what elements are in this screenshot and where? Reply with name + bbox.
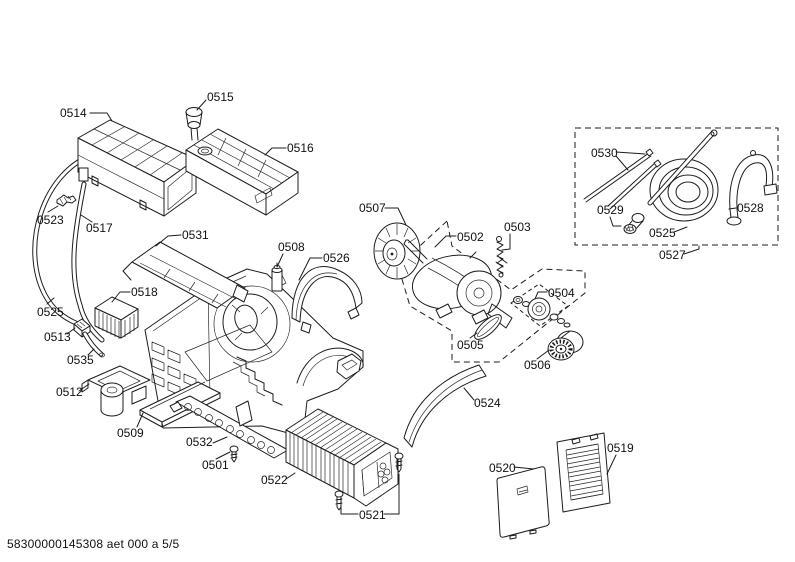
part-label-duct-half-shell: 0526 (323, 251, 350, 265)
part-0520-service-flap (496, 466, 550, 540)
dashed-outline-pulley (510, 283, 569, 327)
part-0516-water-container (185, 128, 299, 216)
part-0508-capacitor (271, 262, 283, 292)
part-label-base-cover-plate: 0509 (117, 426, 144, 440)
part-0512-pump (81, 365, 151, 417)
part-label-rods-kit: 0530 (591, 146, 618, 160)
part-0529-nozzle (623, 213, 645, 234)
part-0530-rods (583, 148, 662, 210)
part-label-capacitor: 0508 (278, 240, 305, 254)
part-0535-hose-short (82, 331, 105, 358)
part-label-hose-nozzle: 0529 (597, 203, 624, 217)
part-0519-vent-grille (556, 432, 611, 513)
part-0522-heat-exchanger (285, 408, 399, 507)
part-label-condenser-unit: 0514 (60, 106, 87, 120)
part-label-air-channel: 0531 (182, 228, 209, 242)
part-label-tension-spring: 0503 (504, 220, 531, 234)
part-label-accessory-kit: 0527 (659, 248, 686, 262)
part-0526-duct-shell (291, 266, 363, 334)
part-label-heat-exchanger: 0522 (261, 473, 288, 487)
part-0525-coiled-hose (647, 129, 719, 222)
part-label-duct-cover: 0524 (474, 396, 501, 410)
accessory-kit-box (574, 127, 779, 246)
part-label-hose-left: 0525 (37, 305, 64, 319)
part-0531-air-channel (122, 241, 249, 309)
part-label-fixing-screws: 0521 (359, 508, 386, 522)
part-label-drain-hose: 0517 (86, 221, 113, 235)
leader-lines (46, 99, 737, 515)
part-0504-pulley-kit (513, 296, 571, 328)
part-0515-cap (185, 107, 203, 141)
part-label-drain-hose-kit: 0525 (649, 226, 676, 240)
part-label-container-cap: 0515 (207, 90, 234, 104)
part-0506-fan-wheel (547, 330, 584, 361)
part-label-hose-clip: 0523 (37, 213, 64, 227)
part-0502-motor (403, 239, 513, 329)
part-label-vent-grille-panel: 0519 (607, 441, 634, 455)
part-label-hose-hook: 0528 (737, 201, 764, 215)
part-label-support-rail: 0532 (186, 435, 213, 449)
part-0503-spring (496, 236, 504, 278)
part-0521-screws (334, 452, 404, 511)
part-label-pump-housing: 0518 (131, 285, 158, 299)
footer-document-code: 58300000145308 aet 000 a 5/5 (7, 537, 180, 551)
part-0513-connector (73, 318, 91, 338)
part-0523-clip (56, 194, 77, 207)
part-0514-condenser (77, 119, 197, 217)
part-0518-pump-housing (94, 296, 139, 339)
part-0528-hook (726, 150, 778, 226)
part-label-drive-belt: 0505 (457, 338, 484, 352)
part-0525-hose-left (32, 150, 100, 327)
part-0524-duct-cover (403, 364, 487, 448)
part-label-service-flap: 0520 (489, 461, 516, 475)
part-label-hose-short: 0535 (67, 353, 94, 367)
part-0501-screw (229, 445, 239, 463)
part-label-screw: 0501 (202, 458, 229, 472)
part-label-fan-wheel-small: 0506 (524, 358, 551, 372)
part-label-water-container: 0516 (287, 141, 314, 155)
part-label-hose-connector: 0513 (44, 330, 71, 344)
part-label-blower-wheel: 0507 (359, 201, 386, 215)
part-0532-support-rail (169, 395, 289, 459)
part-0505-belt (474, 314, 502, 340)
dashed-outline-motor-group (397, 220, 586, 363)
part-label-pulley-kit: 0504 (548, 286, 575, 300)
part-label-pump: 0512 (56, 385, 83, 399)
part-labels: 0514 0515 0516 0523 0517 0531 0508 0526 0507 0502… (37, 90, 764, 522)
part-0507-blower-wheel (373, 222, 421, 280)
part-label-motor: 0502 (457, 230, 484, 244)
part-0517-hose (71, 181, 105, 343)
